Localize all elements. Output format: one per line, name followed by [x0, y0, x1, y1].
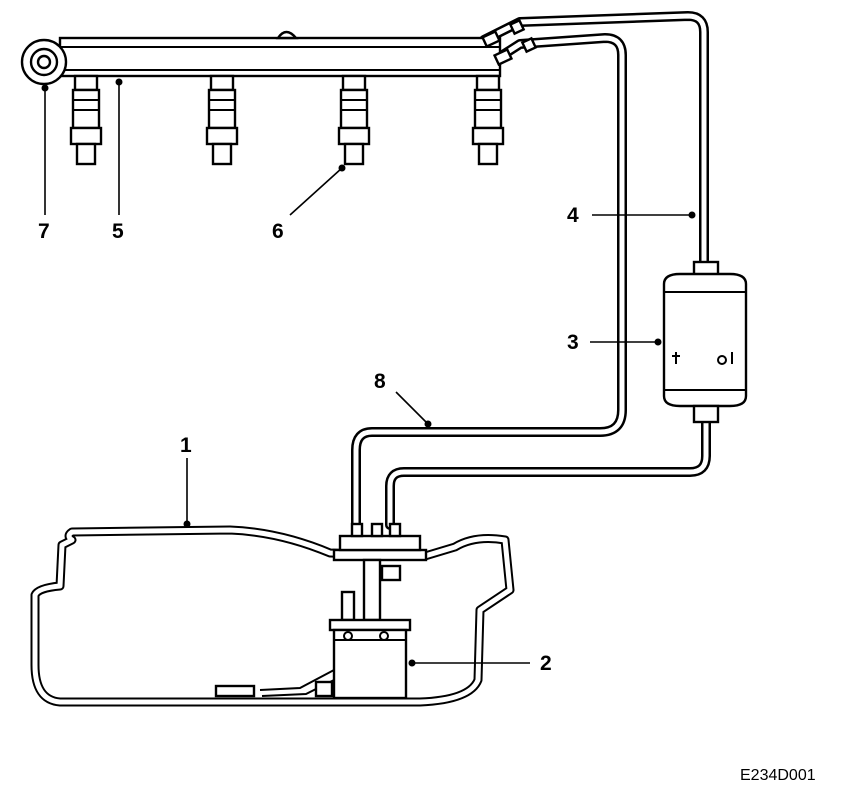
fuel-lines — [351, 11, 711, 530]
callout-4: 4 — [567, 204, 579, 227]
callout-1: 1 — [180, 434, 192, 457]
callout-5: 5 — [112, 220, 124, 243]
injector-1 — [69, 74, 103, 166]
pressure-regulator — [20, 38, 68, 86]
fuel-pump-module — [214, 522, 428, 700]
fuel-tank — [30, 525, 515, 707]
figure-id: E234D001 — [740, 767, 816, 784]
callout-3: 3 — [567, 331, 579, 354]
leader-lines — [41, 78, 696, 667]
injector-4 — [471, 74, 505, 166]
injector-2 — [205, 74, 239, 166]
callout-2: 2 — [540, 652, 552, 675]
fuel-filter — [662, 260, 748, 424]
fuel-rail — [58, 18, 538, 78]
callout-7: 7 — [38, 220, 50, 243]
callout-6: 6 — [272, 220, 284, 243]
injector-3 — [337, 74, 371, 166]
callout-8: 8 — [374, 370, 386, 393]
